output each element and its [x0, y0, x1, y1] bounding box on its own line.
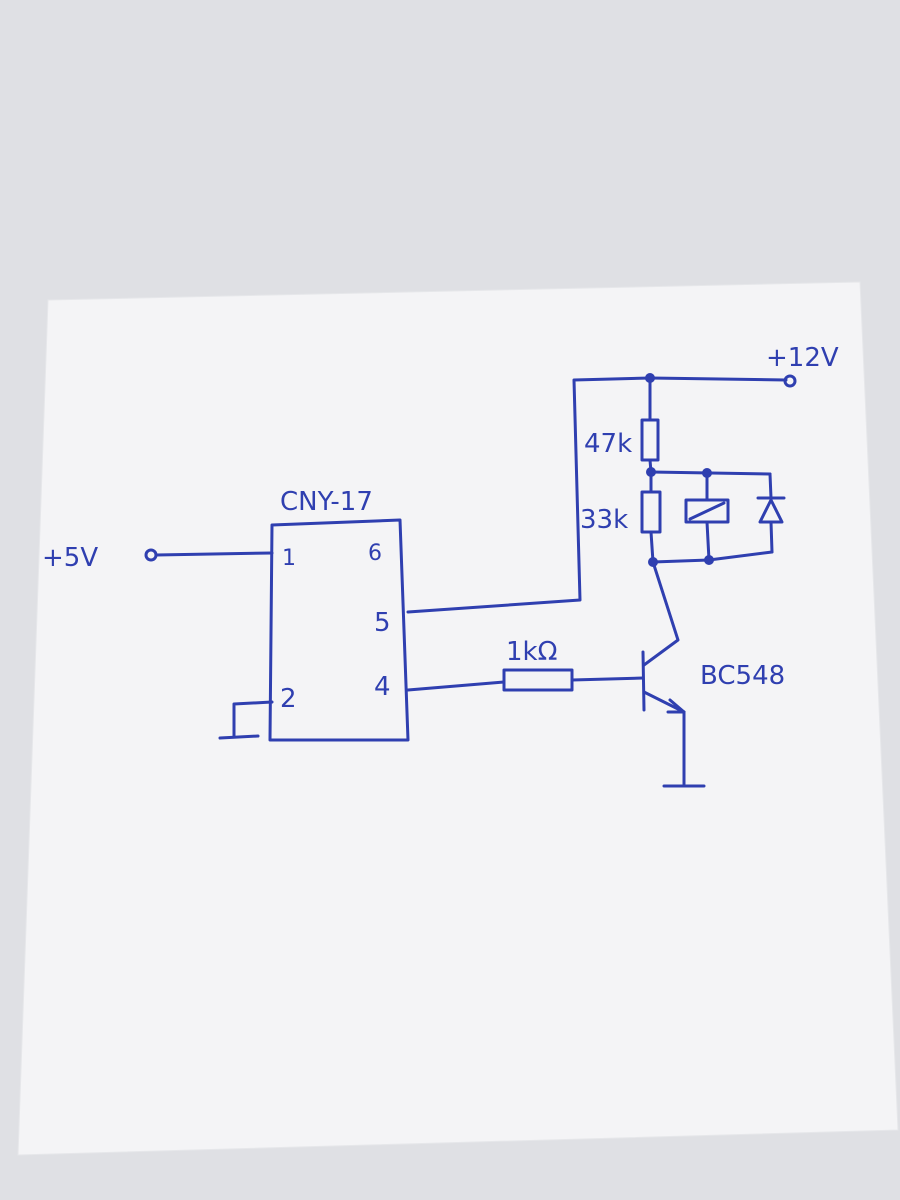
pin2-ground: [218, 700, 274, 740]
optocoupler-body: [268, 518, 410, 742]
plus5v-terminal: [144, 548, 274, 562]
transistor-label: BC548: [700, 661, 785, 691]
transistor-base-bar: [641, 650, 646, 712]
terminal-circle-icon: [783, 374, 797, 388]
pin2-label: 2: [280, 684, 297, 714]
wire-diode-top: [768, 472, 773, 500]
plus5v-label: +5V: [42, 543, 98, 573]
r-mid-label: 33k: [580, 505, 628, 535]
wire-5v-to-pin1: [154, 551, 274, 557]
wire-12v-rail: [648, 376, 788, 382]
wire-33k-to-collector: [649, 530, 655, 564]
wire-pin2-ground: [232, 700, 274, 738]
transistor-bc548: [641, 560, 706, 788]
plus12v-label: +12V: [766, 343, 839, 373]
wire-diode-bottom: [769, 520, 774, 554]
optocoupler-label: CNY-17: [280, 487, 373, 517]
wire-pin5-to-rail: [406, 376, 652, 614]
pin1-label: 1: [282, 546, 296, 571]
transistor-collector: [642, 560, 680, 667]
ground-icon: [218, 734, 260, 740]
pin4-label: 4: [374, 672, 391, 702]
r-base-label: 1kΩ: [506, 637, 557, 667]
wire-relay-bottom: [705, 520, 711, 562]
wire-1k-to-base: [570, 676, 645, 682]
optocoupler-cny17: [268, 518, 410, 742]
junction-relay-bottom: [704, 555, 714, 565]
transistor-emitter: [642, 690, 686, 714]
pin6-label: 6: [368, 541, 382, 566]
paper-sheet: [17, 281, 899, 1156]
wire-pin4-to-1k: [406, 680, 506, 692]
pin5-label: 5: [374, 608, 391, 638]
r-top-label: 47k: [584, 429, 632, 459]
